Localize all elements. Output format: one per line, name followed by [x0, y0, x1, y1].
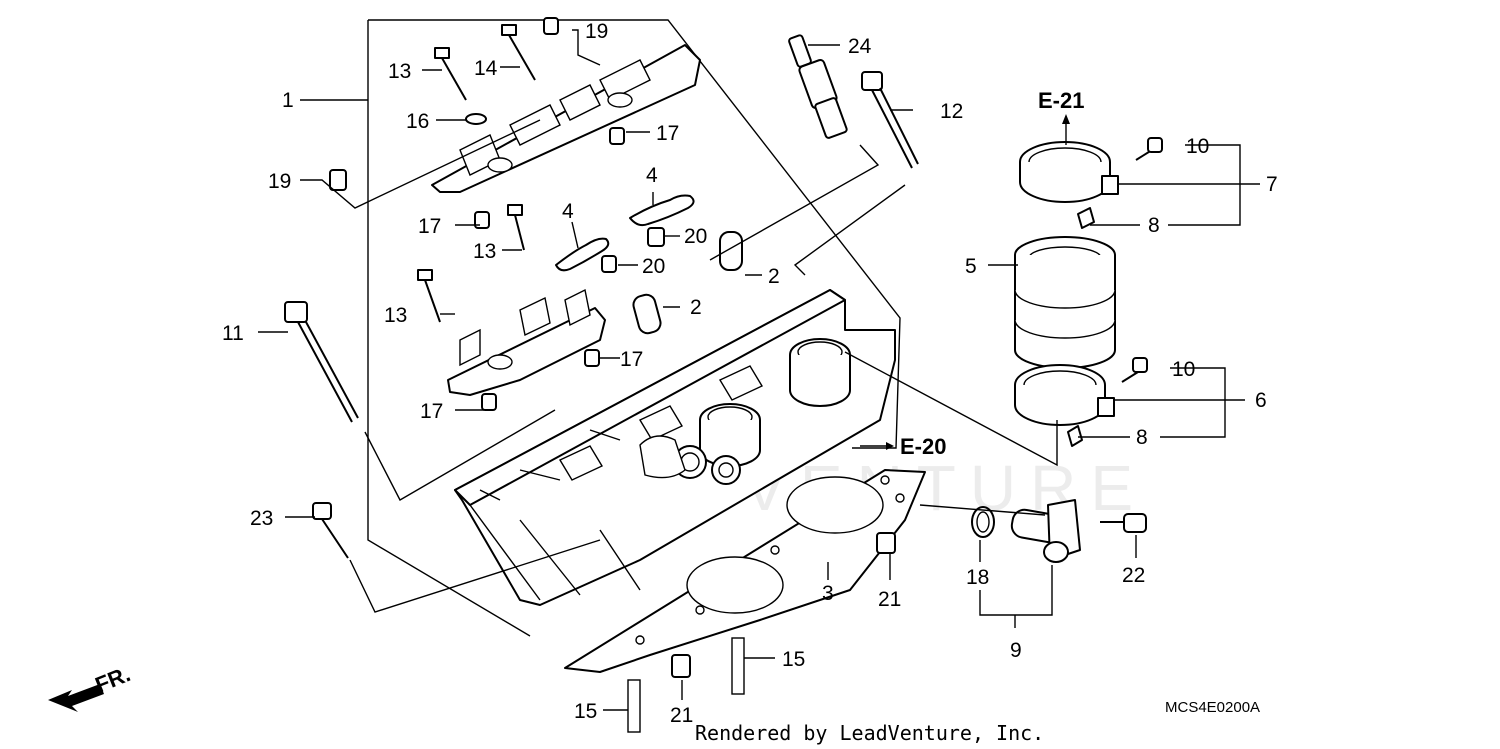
callout-23[interactable]: 23 — [250, 507, 273, 530]
callout-18[interactable]: 18 — [966, 566, 989, 589]
leader-lines — [258, 29, 1260, 711]
callout-10a[interactable]: 10 — [1186, 135, 1209, 158]
valve-seals[interactable] — [631, 231, 743, 335]
front-label: FR. — [92, 661, 134, 697]
callout-2a[interactable]: 2 — [768, 265, 780, 288]
callout-labels: 1 2 2 3 4 4 5 6 7 8 8 9 10 10 11 12 13 1… — [222, 20, 1278, 727]
clamp-upper[interactable] — [1019, 141, 1119, 229]
callout-17a[interactable]: 17 — [656, 122, 679, 145]
callout-17b[interactable]: 17 — [418, 215, 441, 238]
callout-15a[interactable]: 15 — [574, 700, 597, 723]
callout-13a[interactable]: 13 — [388, 60, 411, 83]
callout-17c[interactable]: 17 — [620, 348, 643, 371]
callout-15b[interactable]: 15 — [782, 648, 805, 671]
callout-22[interactable]: 22 — [1122, 564, 1145, 587]
reference-e20[interactable]: E-20 — [900, 434, 946, 459]
callout-6[interactable]: 6 — [1255, 389, 1267, 412]
render-credit: Rendered by LeadVenture, Inc. — [695, 721, 1044, 745]
camshaft-holder-lower[interactable] — [447, 288, 606, 396]
callout-14[interactable]: 14 — [474, 57, 498, 80]
callout-16[interactable]: 16 — [406, 110, 429, 133]
callout-20a[interactable]: 20 — [684, 225, 707, 248]
o-rings[interactable] — [555, 194, 695, 272]
head-gasket[interactable] — [564, 469, 926, 673]
spark-plug[interactable] — [788, 34, 848, 139]
reference-e21[interactable]: E-21 — [1038, 88, 1084, 113]
callout-2b[interactable]: 2 — [690, 296, 702, 319]
callout-19b[interactable]: 19 — [268, 170, 291, 193]
callout-11[interactable]: 11 — [222, 322, 244, 345]
callout-7[interactable]: 7 — [1266, 173, 1278, 196]
bolts[interactable] — [284, 24, 1163, 733]
callout-21b[interactable]: 21 — [670, 704, 693, 727]
camshaft-holder-upper[interactable] — [431, 44, 701, 193]
callout-12[interactable]: 12 — [940, 100, 963, 123]
callout-17d[interactable]: 17 — [420, 400, 443, 423]
callout-4b[interactable]: 4 — [562, 200, 574, 223]
clamp-lower[interactable] — [1014, 364, 1115, 447]
head-assembly-outline — [300, 19, 901, 637]
cylinder-head[interactable] — [454, 289, 896, 606]
callout-8a[interactable]: 8 — [1148, 214, 1160, 237]
callout-4a[interactable]: 4 — [646, 164, 658, 187]
insulator[interactable] — [1014, 236, 1116, 369]
callout-5[interactable]: 5 — [965, 255, 977, 278]
callout-13c[interactable]: 13 — [384, 304, 407, 327]
callout-24[interactable]: 24 — [848, 35, 872, 58]
callout-1[interactable]: 1 — [282, 89, 294, 112]
sensor-assembly[interactable] — [971, 499, 1081, 563]
callout-10b[interactable]: 10 — [1172, 358, 1195, 381]
front-direction-arrow: FR. — [48, 661, 134, 712]
callout-8b[interactable]: 8 — [1136, 426, 1148, 449]
dowel-pins[interactable] — [329, 17, 896, 678]
callout-19a[interactable]: 19 — [585, 20, 608, 43]
callout-13b[interactable]: 13 — [473, 240, 496, 263]
callout-3[interactable]: 3 — [822, 582, 834, 605]
callout-9[interactable]: 9 — [1010, 639, 1022, 662]
diagram-code: MCS4E0200A — [1165, 699, 1260, 716]
callout-20b[interactable]: 20 — [642, 255, 665, 278]
callout-21a[interactable]: 21 — [878, 588, 901, 611]
